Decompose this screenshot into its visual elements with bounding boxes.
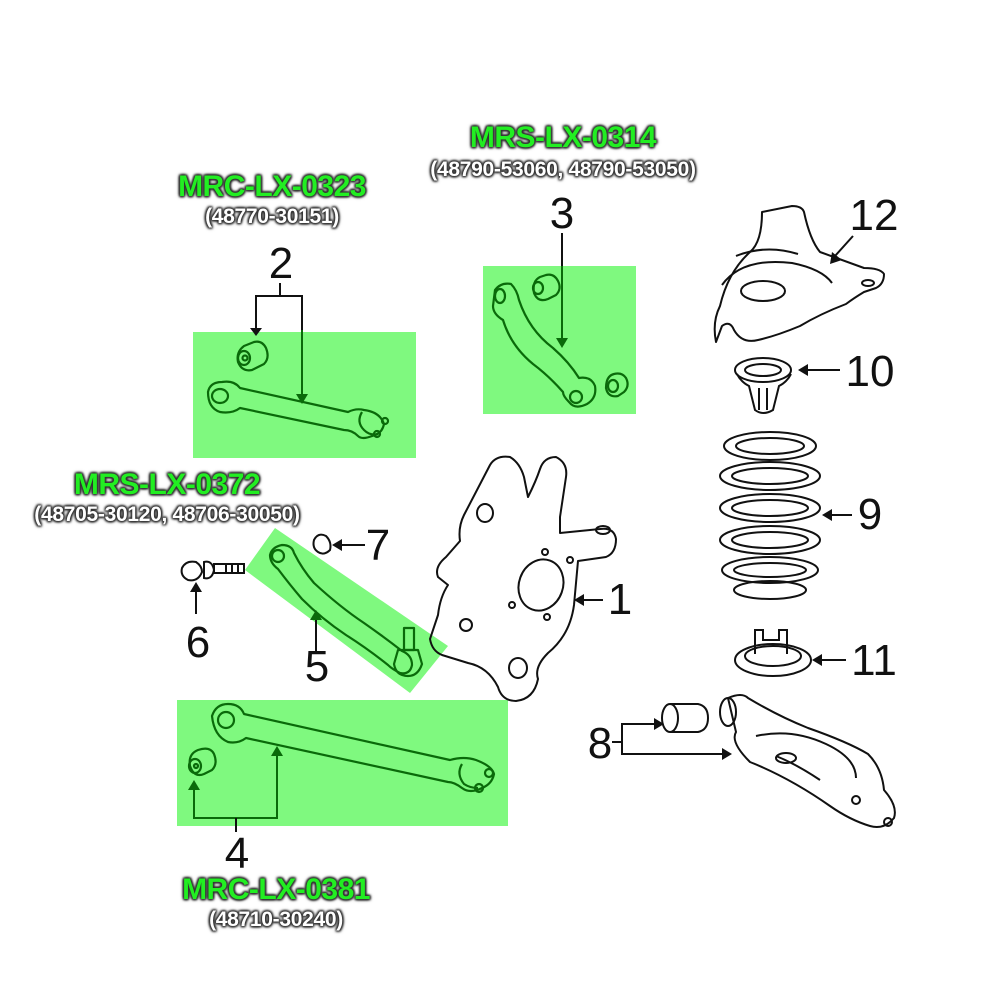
arrowhead	[822, 509, 832, 521]
product-sku-mrc-lx-0381[interactable]: MRC-LX-0381	[182, 873, 370, 906]
arrowhead	[798, 364, 808, 376]
product-sku-mrc-lx-0323[interactable]: MRC-LX-0323	[178, 170, 366, 203]
oem-numbers-part-4: (48710-30240)	[209, 908, 343, 931]
part-12-drawing	[713, 205, 885, 343]
part-9-drawing	[719, 431, 821, 600]
callout-9: 9	[857, 490, 883, 539]
arrowhead	[250, 328, 262, 336]
callout-7: 7	[365, 521, 391, 570]
callout-12: 12	[849, 191, 899, 240]
callout-4: 4	[224, 829, 250, 878]
callout-10: 10	[845, 347, 895, 396]
part-3-drawing	[491, 273, 629, 408]
part-5-drawing	[268, 543, 424, 678]
part-12-leader	[834, 235, 854, 257]
arrowhead	[271, 746, 283, 756]
callout-5: 5	[304, 642, 330, 691]
oem-numbers-part-3: (48790-53060, 48790-53050)	[430, 158, 696, 181]
callout-3: 3	[549, 189, 575, 238]
arrowhead	[574, 594, 584, 606]
callout-2: 2	[268, 239, 294, 288]
part-4-drawing	[187, 702, 496, 794]
callout-6: 6	[185, 618, 211, 667]
callout-1: 1	[607, 575, 633, 624]
part-8-leader	[612, 723, 724, 755]
arrowhead	[310, 610, 322, 620]
arrowhead	[812, 654, 822, 666]
oem-numbers-part-2: (48770-30151)	[205, 205, 339, 228]
part-2-drawing	[206, 340, 390, 440]
arrowhead	[188, 780, 200, 790]
part-11-drawing	[734, 629, 812, 677]
product-sku-mrs-lx-0314[interactable]: MRS-LX-0314	[469, 121, 657, 154]
arrowhead	[556, 338, 568, 348]
part-7-drawing	[312, 533, 332, 555]
product-sku-mrs-lx-0372[interactable]: MRS-LX-0372	[73, 468, 261, 501]
arrowhead	[830, 252, 842, 264]
part-2-leader	[255, 283, 303, 330]
arrowhead	[722, 748, 732, 760]
highlight-part-4[interactable]	[177, 700, 508, 826]
part-8-drawing	[661, 694, 896, 828]
arrowhead	[654, 718, 664, 730]
arrowhead	[332, 539, 342, 551]
oem-numbers-part-5: (48705-30120, 48706-30050)	[34, 503, 300, 526]
part-6-drawing	[180, 560, 245, 582]
callout-11: 11	[851, 636, 897, 685]
arrowhead	[190, 582, 202, 592]
arrowhead	[296, 394, 308, 404]
part-10-drawing	[734, 357, 792, 414]
part-1-drawing	[429, 455, 617, 702]
callout-8: 8	[587, 719, 613, 768]
